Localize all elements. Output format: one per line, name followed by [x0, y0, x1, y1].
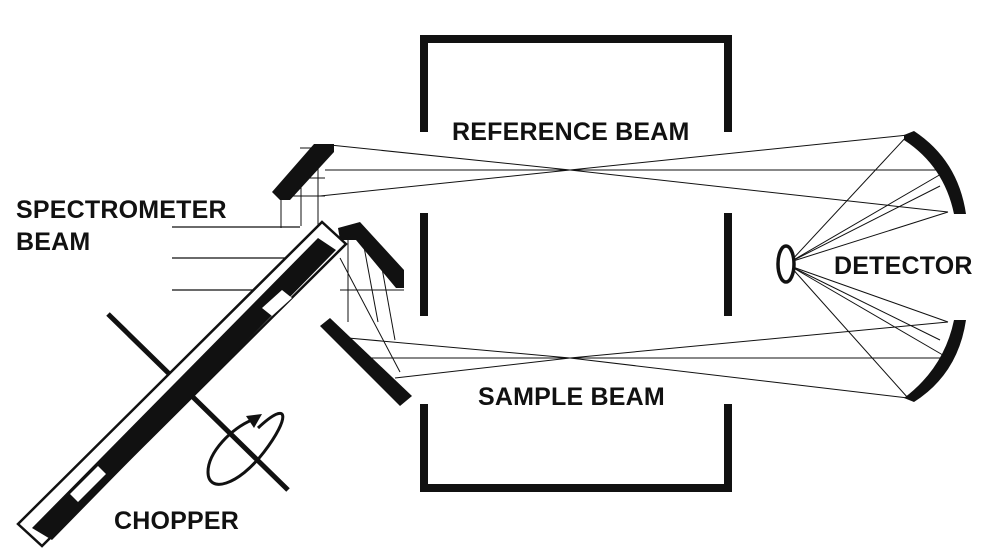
- ray: [339, 257, 401, 373]
- chopper-axis: [106, 312, 290, 492]
- lower-left-mirror: [338, 222, 404, 288]
- ray-traces: [280, 134, 949, 399]
- detector-ray: [789, 169, 949, 263]
- spectrometer-beam-label-line1: SPECTROMETER: [16, 196, 227, 224]
- reference-beam-label: REFERENCE BEAM: [452, 118, 690, 146]
- chopper: [16, 220, 348, 548]
- sample-ray: [394, 357, 571, 379]
- detector-ray: [789, 265, 949, 359]
- upper-left-mirror: [272, 144, 334, 200]
- reference-ray: [329, 144, 571, 171]
- reference-ray: [569, 169, 949, 213]
- compartment-top-wall: [420, 35, 732, 132]
- mirrors: [272, 131, 966, 406]
- detector-ray: [789, 265, 941, 341]
- detector-element: [776, 244, 796, 284]
- chopper-slot: [262, 290, 292, 316]
- detector-ray: [789, 211, 949, 263]
- chopper-label: CHOPPER: [114, 507, 240, 535]
- compartment-bottom-wall: [420, 404, 732, 492]
- sample-mirror: [320, 318, 412, 406]
- chopper-blade-body: [32, 238, 336, 540]
- spectrometer-beam-label-line2: BEAM: [16, 228, 91, 256]
- sample-beam-label: SAMPLE BEAM: [478, 383, 665, 411]
- chopper-slot: [70, 466, 106, 502]
- compartment-walls: [420, 35, 732, 492]
- sample-ray: [569, 357, 909, 399]
- sample-ray: [569, 321, 949, 359]
- detector-ray: [789, 265, 949, 323]
- rotation-arrow: [206, 411, 285, 486]
- detector-ray: [789, 265, 909, 399]
- reference-ray: [319, 169, 571, 197]
- rotation-arrowhead-icon: [246, 414, 262, 428]
- detector-ray: [789, 134, 909, 263]
- reference-ray: [569, 134, 909, 171]
- detector-label: DETECTOR: [834, 252, 973, 280]
- detector-ray: [789, 185, 941, 263]
- right-top-curved-mirror: [904, 131, 966, 214]
- detector-ellipse: [776, 244, 796, 284]
- right-bottom-curved-mirror: [904, 320, 966, 402]
- sample-ray: [347, 337, 571, 359]
